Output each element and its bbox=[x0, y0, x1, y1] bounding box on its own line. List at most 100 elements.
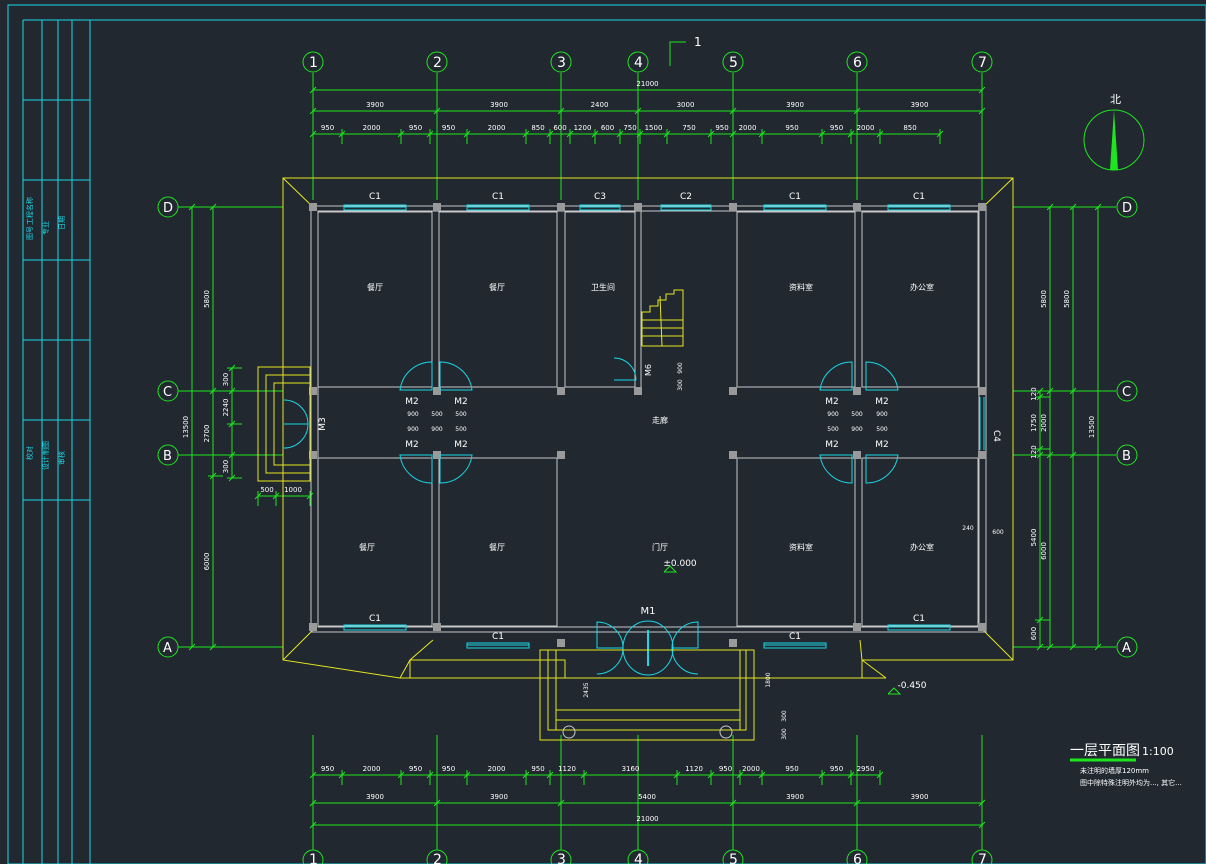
dim-bottom-detail-text: 3160 bbox=[622, 765, 640, 773]
column bbox=[557, 639, 565, 647]
dim-top-detail-text: 2000 bbox=[363, 124, 381, 132]
column bbox=[634, 203, 642, 211]
misc-dim: 240 bbox=[962, 525, 974, 532]
axis-bubble-1 bbox=[302, 51, 324, 73]
axis-bubble-2 bbox=[426, 51, 448, 73]
door-dim: 900 bbox=[407, 411, 419, 418]
door-label: M2 bbox=[825, 397, 839, 407]
dim-top-detail-text: 600 bbox=[553, 124, 566, 132]
misc-dim: 2435 bbox=[583, 682, 590, 697]
misc-dim: 600 bbox=[992, 529, 1004, 536]
column bbox=[309, 387, 317, 395]
title-block-left bbox=[23, 20, 90, 864]
axis-label-4: 4 bbox=[634, 55, 643, 71]
column bbox=[433, 387, 441, 395]
column bbox=[433, 623, 441, 631]
window-label: C1 bbox=[789, 632, 801, 642]
axis-label-bottom-3: 3 bbox=[557, 852, 566, 864]
title-block-text: 设计 bbox=[41, 456, 50, 470]
axis-label-bottom-6: 6 bbox=[853, 852, 862, 864]
dim-bottom-detail-text: 950 bbox=[830, 765, 843, 773]
column bbox=[729, 451, 737, 459]
dim-right-inner-text: 6000 bbox=[1040, 542, 1048, 560]
axis-label-bottom-5: 5 bbox=[729, 852, 738, 864]
dim-top-mid-text: 3900 bbox=[786, 101, 804, 109]
door-dim: 500 bbox=[455, 426, 467, 433]
section-marker: 1 bbox=[669, 35, 702, 66]
misc-dim: 300 bbox=[677, 379, 684, 391]
axis-bubble-C bbox=[157, 380, 179, 402]
axis-bubble-right-A bbox=[1116, 636, 1138, 658]
room-label: 餐厅 bbox=[367, 283, 383, 292]
room-label: 资料室 bbox=[789, 282, 813, 292]
title-block-text: 工程名称 bbox=[25, 197, 34, 225]
axis-bubble-5 bbox=[722, 51, 744, 73]
misc-dim: 1800 bbox=[765, 672, 772, 687]
dim-bottom-detail-text: 950 bbox=[719, 765, 732, 773]
dim-right-total-text: 13500 bbox=[1088, 416, 1096, 438]
dim-left-step-text: 500 bbox=[260, 486, 273, 494]
dim-top-detail-text: 2000 bbox=[488, 124, 506, 132]
door-dim: 900 bbox=[876, 411, 888, 418]
window-label: C1 bbox=[913, 614, 925, 624]
room-label: 办公室 bbox=[910, 542, 934, 552]
title-block-text: 专业 bbox=[41, 221, 50, 235]
column bbox=[557, 387, 565, 395]
column bbox=[729, 387, 737, 395]
door-label: M2 bbox=[405, 397, 419, 407]
axis-bubble-right-B bbox=[1116, 444, 1138, 466]
axis-label-bottom-2: 2 bbox=[433, 852, 442, 864]
elev-outside: -0.450 bbox=[897, 681, 926, 691]
room-label: 餐厅 bbox=[359, 543, 375, 552]
dim-top-detail-text: 750 bbox=[682, 124, 695, 132]
elev-floor: ±0.000 bbox=[663, 559, 697, 569]
dim-top-detail-text: 950 bbox=[321, 124, 334, 132]
misc-dim: 900 bbox=[677, 362, 684, 374]
axis-bubble-7 bbox=[971, 51, 993, 73]
window-label: C1 bbox=[492, 192, 504, 202]
column bbox=[978, 387, 986, 395]
dim-right-detail-text: 120 bbox=[1030, 445, 1038, 458]
column bbox=[309, 623, 317, 631]
dim-bottom-mid-text: 3900 bbox=[366, 793, 384, 801]
dim-top-detail-text: 850 bbox=[903, 124, 916, 132]
dim-bottom-mid-text: 3900 bbox=[786, 793, 804, 801]
dim-top-detail-text: 2000 bbox=[857, 124, 875, 132]
staircase bbox=[641, 289, 684, 347]
column bbox=[433, 203, 441, 211]
dim-right-inner-text: 2000 bbox=[1040, 414, 1048, 432]
column bbox=[978, 623, 986, 631]
column bbox=[853, 387, 861, 395]
door-label: M2 bbox=[875, 397, 889, 407]
axis-bubble-3 bbox=[550, 51, 572, 73]
column bbox=[978, 203, 986, 211]
room-label: 餐厅 bbox=[489, 283, 505, 292]
dim-top-mid-text: 3000 bbox=[677, 101, 695, 109]
dim-top-detail-text: 950 bbox=[715, 124, 728, 132]
entry-steps bbox=[539, 649, 755, 741]
axis-label-3: 3 bbox=[557, 55, 566, 71]
dim-left-inner-text: 6000 bbox=[203, 553, 211, 571]
dim-top-detail-text: 950 bbox=[785, 124, 798, 132]
building-outline bbox=[282, 177, 1014, 679]
axis-label-right-B: B bbox=[1122, 449, 1131, 464]
dim-top-detail-text: 2000 bbox=[739, 124, 757, 132]
axis-bubble-B bbox=[157, 444, 179, 466]
drawing-title: 一层平面图 1:100 未注明的墙厚120mm 图中除特殊注明外均为..., 其… bbox=[1070, 743, 1182, 787]
note-1: 未注明的墙厚120mm bbox=[1080, 766, 1149, 775]
door-label-m6: M6 bbox=[644, 364, 653, 376]
dim-left-inner-text: 5800 bbox=[203, 290, 211, 308]
window-label: C1 bbox=[789, 192, 801, 202]
dim-bottom-detail-text: 1120 bbox=[685, 765, 703, 773]
axis-label-7: 7 bbox=[978, 55, 987, 71]
title-block-text: 制图 bbox=[41, 441, 50, 455]
axis-bubble-right-C bbox=[1116, 380, 1138, 402]
door-dim: 500 bbox=[851, 411, 863, 418]
dim-top-mid-text: 2400 bbox=[591, 101, 609, 109]
dim-bottom-mid-text: 5400 bbox=[638, 793, 656, 801]
axis-bubble-bottom-3 bbox=[550, 849, 572, 864]
dim-bottom-detail-text: 950 bbox=[409, 765, 422, 773]
